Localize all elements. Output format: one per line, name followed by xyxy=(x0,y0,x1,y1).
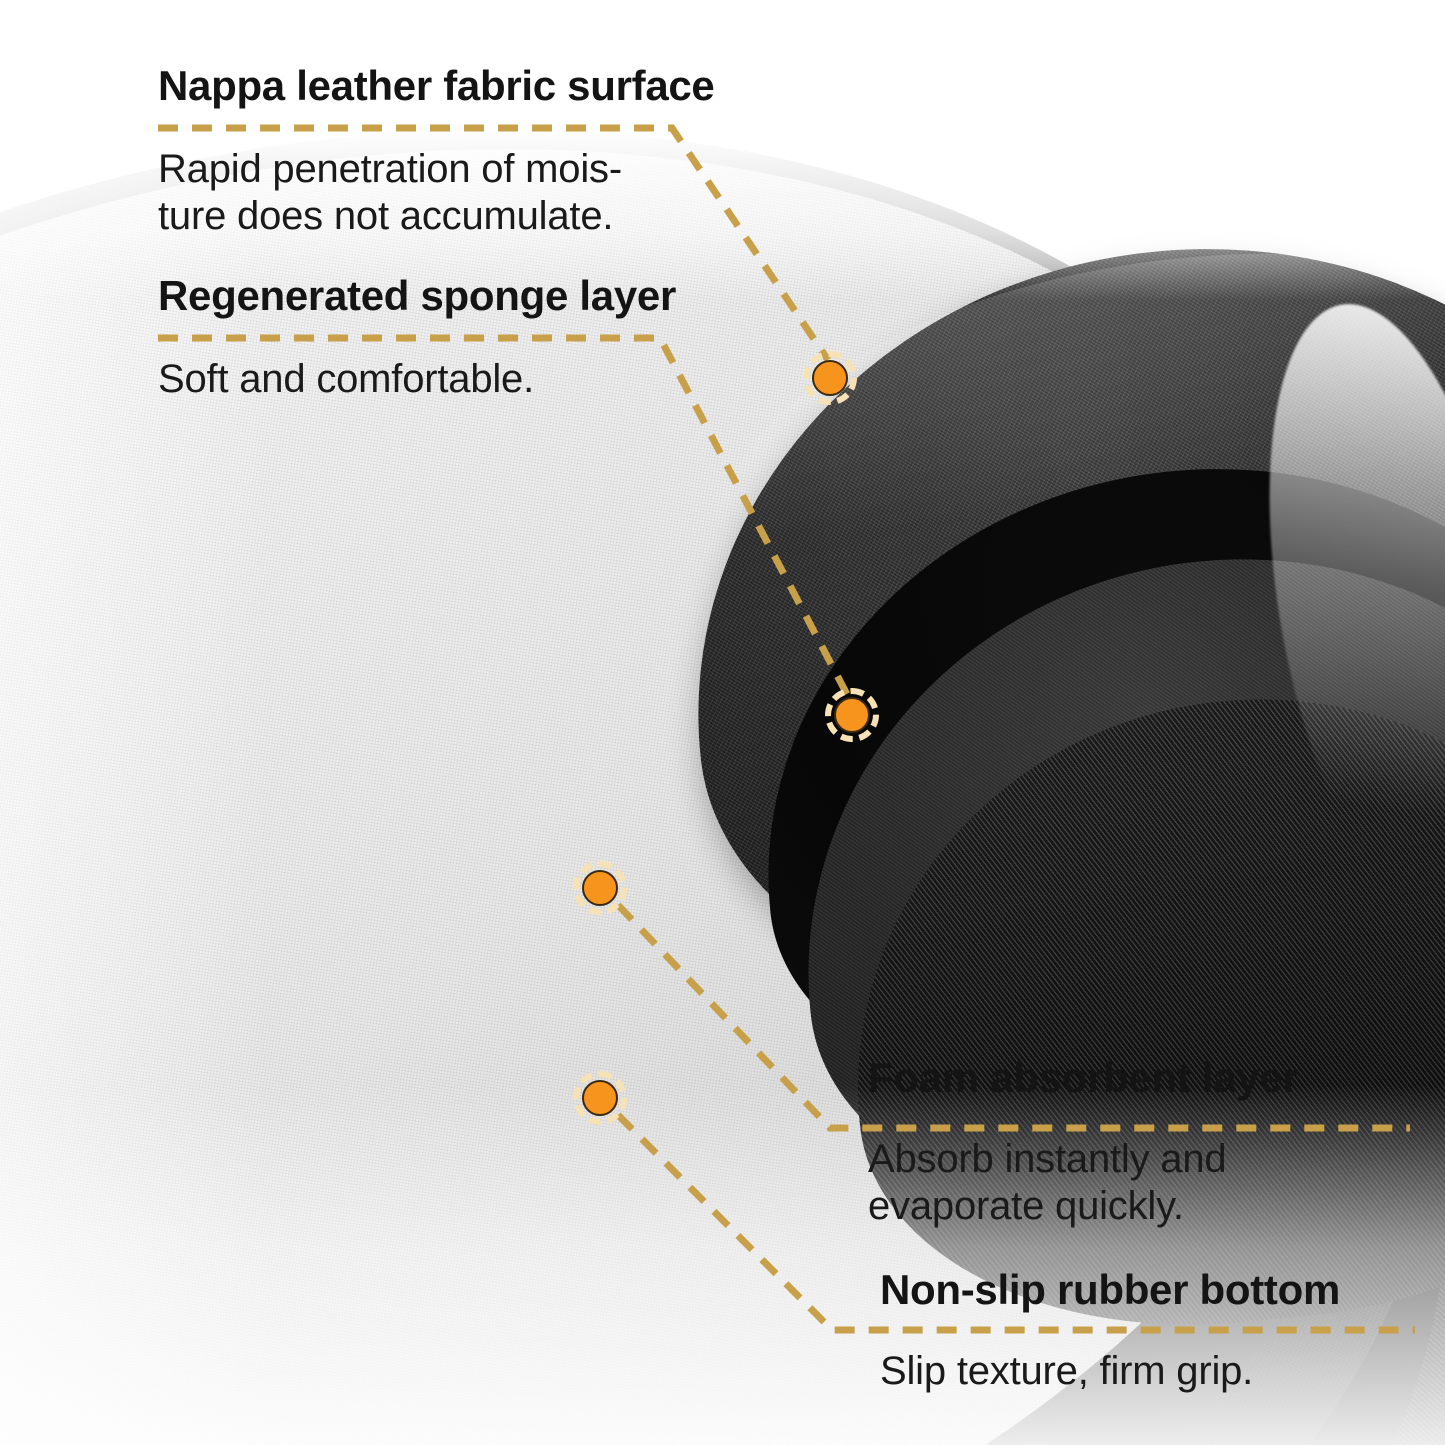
marker-ring-icon xyxy=(573,861,627,915)
bottom-vignette xyxy=(0,1085,1445,1445)
marker-core-icon xyxy=(582,870,618,906)
callout-body-line-1: Rapid penetration of mois- xyxy=(158,147,622,192)
layer-marker-1[interactable] xyxy=(803,351,857,405)
callout-nappa-leather-fabric-surface: Nappa leather fabric surface Rapid penet… xyxy=(158,62,858,240)
marker-core-icon xyxy=(582,1080,618,1116)
callout-regenerated-sponge-layer: Regenerated sponge layer Soft and comfor… xyxy=(158,272,858,403)
callout-non-slip-rubber-bottom: Non-slip rubber bottom Slip texture, fir… xyxy=(880,1266,1440,1395)
connector-line-3 xyxy=(615,902,1410,1132)
marker-core-icon xyxy=(812,360,848,396)
callout-body-line-1: Soft and comfortable. xyxy=(158,357,535,402)
callout-body-line-1: Absorb instantly and xyxy=(868,1137,1227,1182)
callout-title: Regenerated sponge layer xyxy=(158,272,676,319)
callout-body-line-1: Slip texture, firm grip. xyxy=(880,1349,1254,1394)
layer-marker-3[interactable] xyxy=(573,861,627,915)
connector-line-4 xyxy=(615,1112,1415,1334)
marker-ring-icon xyxy=(573,1071,627,1125)
connector-line-1 xyxy=(158,124,831,362)
marker-core-icon xyxy=(834,697,870,733)
callout-body-line-2: ture does not accumulate. xyxy=(158,194,614,239)
callout-body-line-2: evaporate quickly. xyxy=(868,1184,1184,1229)
marker-ring-icon xyxy=(825,688,879,742)
layer-marker-2[interactable] xyxy=(825,688,879,742)
callout-foam-absorbent-layer: Foam absorbent layer Absorb instantly an… xyxy=(868,1054,1428,1230)
callout-title: Foam absorbent layer xyxy=(868,1054,1299,1101)
layer-marker-4[interactable] xyxy=(573,1071,627,1125)
callout-title: Nappa leather fabric surface xyxy=(158,62,715,109)
callout-title: Non-slip rubber bottom xyxy=(880,1266,1341,1313)
marker-ring-icon xyxy=(803,351,857,405)
